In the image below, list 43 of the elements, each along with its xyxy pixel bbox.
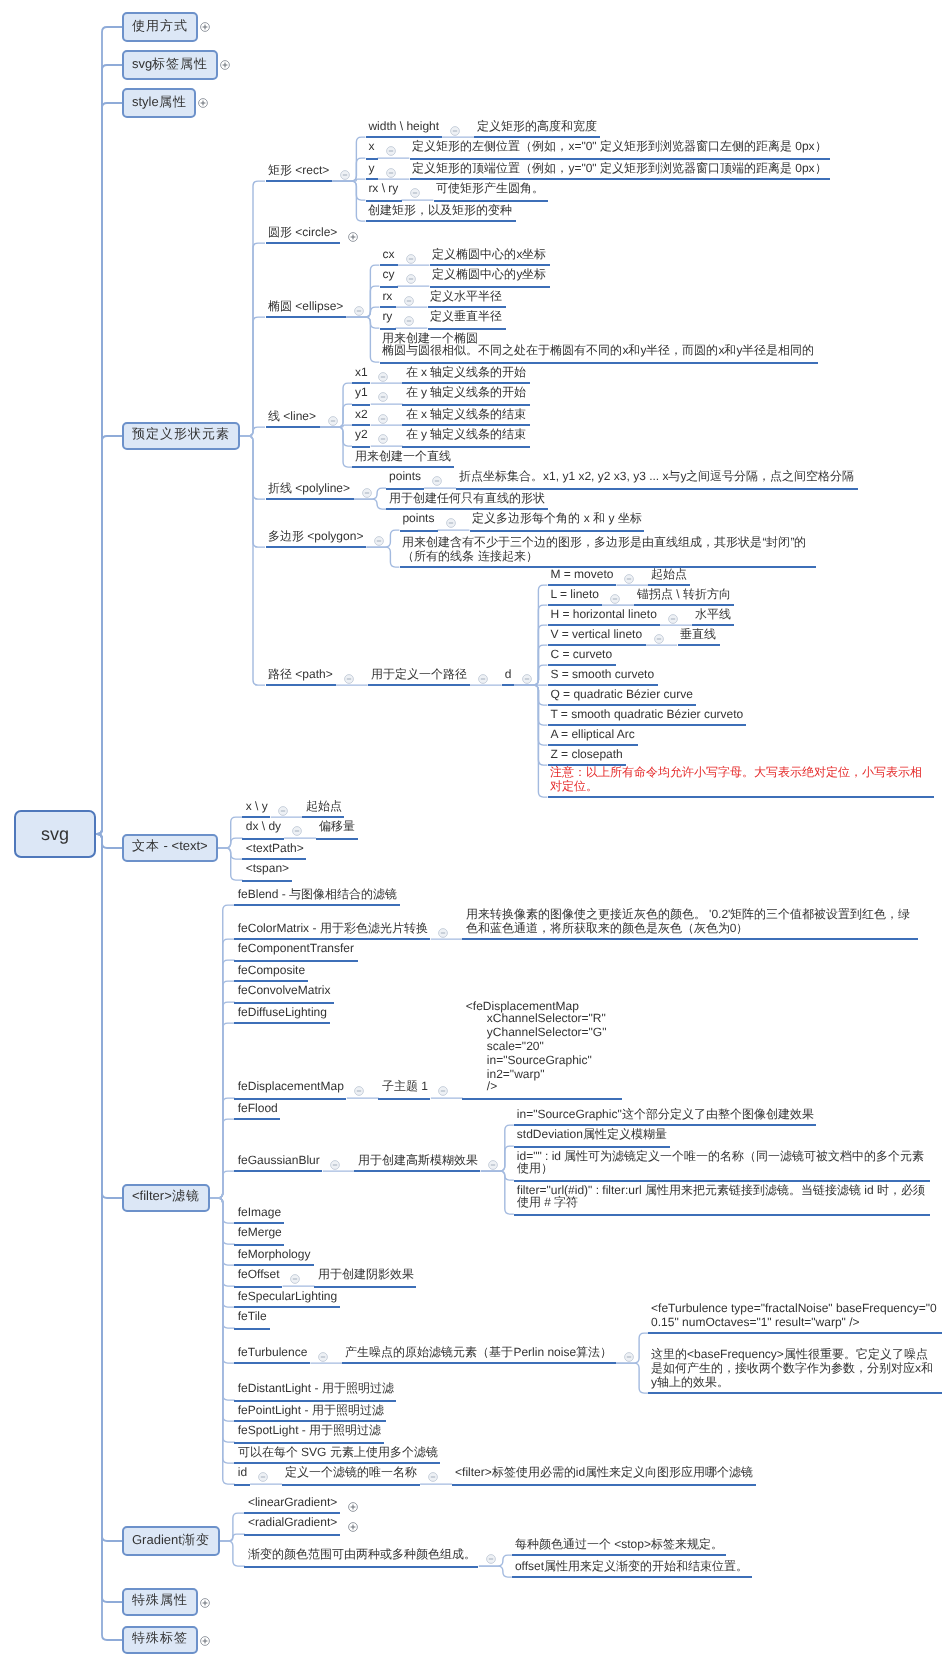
connector-line [396,285,431,287]
connector-line [441,136,475,138]
connector-line [249,1483,283,1485]
connector-line [370,424,404,426]
connector-line [217,847,244,881]
connector-line [615,584,650,586]
connector-line [419,1483,453,1485]
connector-line [430,1097,464,1099]
connector-line [396,264,431,266]
connector-line [394,327,429,329]
connector-line [335,684,369,686]
connector-line [270,816,304,818]
connector-line [376,157,411,159]
connector-line [436,529,471,531]
connector-line [659,624,693,626]
connector-line [614,1362,649,1394]
connector-line [239,435,266,686]
connector-line [309,1362,344,1364]
connector-line [219,1540,246,1567]
connector-line [365,546,401,568]
connector-line [394,306,429,308]
connector-line [480,1170,515,1215]
connector-line [370,403,404,405]
connector-line [376,178,411,180]
connector-line [370,445,404,447]
underlined-topic [379,333,818,363]
connector-line [370,382,404,384]
connector-line [352,498,387,510]
connector-line [430,938,464,940]
connector-line [644,644,678,646]
connector-line [423,487,457,489]
connector-line [478,1565,513,1578]
connector-line [469,684,503,686]
connector-line [281,1285,316,1287]
central-topic-box: svg [14,810,96,858]
connector-line [283,837,317,839]
connector-line [322,1170,356,1172]
connector-line [400,199,435,201]
connector-line [95,435,123,835]
connector-line [601,604,635,606]
connector-line [345,316,381,363]
connector-line [346,1097,380,1099]
connector-line [331,180,367,222]
